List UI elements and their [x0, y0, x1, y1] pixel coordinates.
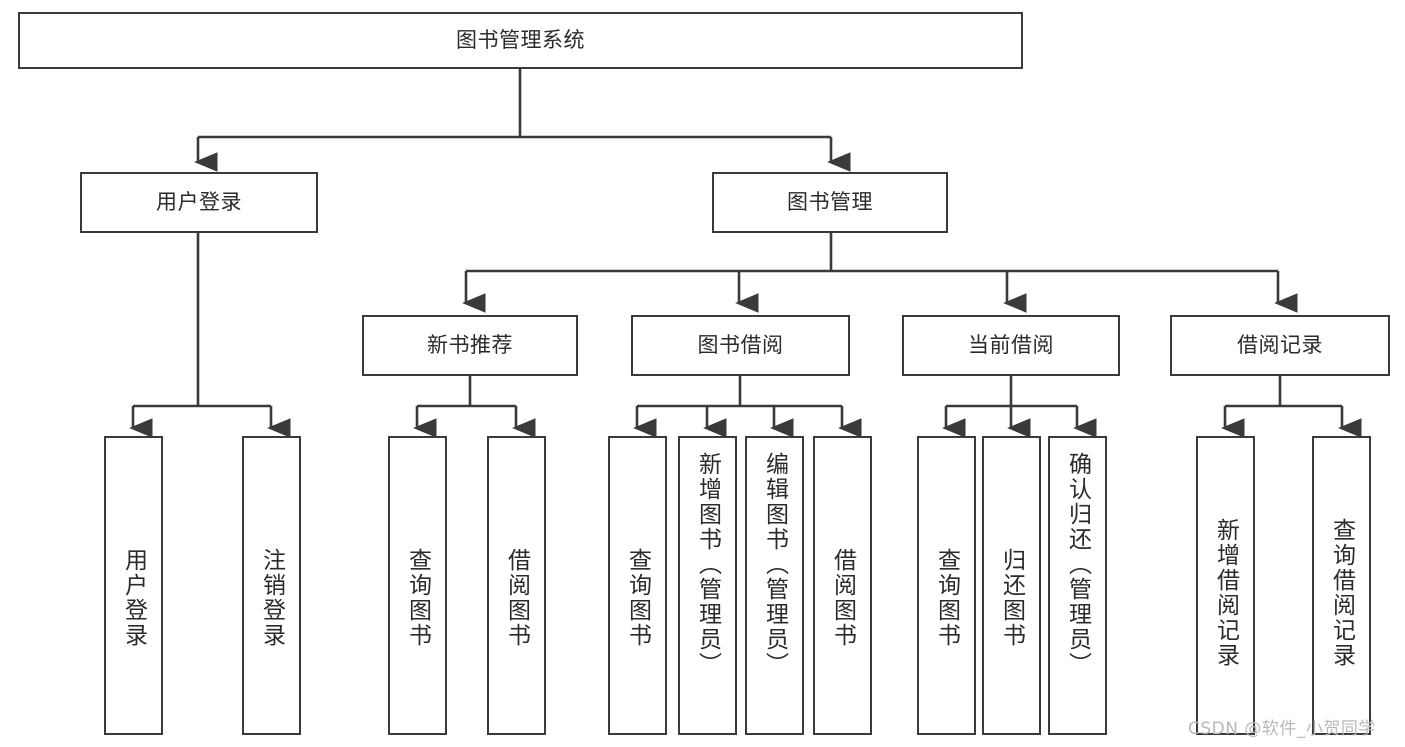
node-leaf-query-book-1-label: 查询图书	[404, 548, 431, 648]
node-borrow-record[interactable]: 借阅记录	[1170, 315, 1390, 376]
node-leaf-user-login[interactable]: 用户登录	[104, 436, 163, 735]
node-leaf-query-record-label: 查询借阅记录	[1328, 518, 1355, 668]
csdn-watermark: CSDN @软件_小贺同学	[1188, 719, 1376, 739]
node-leaf-confirm-return[interactable]: 确认归还（管理员）	[1048, 436, 1107, 735]
node-leaf-add-book-label: 新增图书（管理员）	[694, 452, 721, 677]
node-book-borrow[interactable]: 图书借阅	[631, 315, 850, 376]
node-leaf-add-record-label: 新增借阅记录	[1212, 518, 1239, 668]
node-leaf-return-book[interactable]: 归还图书	[982, 436, 1041, 735]
node-leaf-edit-book[interactable]: 编辑图书（管理员）	[745, 436, 804, 735]
node-leaf-user-logout[interactable]: 注销登录	[242, 436, 301, 735]
node-current-borrow-label: 当前借阅	[968, 333, 1054, 358]
node-leaf-edit-book-label: 编辑图书（管理员）	[761, 452, 788, 677]
node-leaf-add-book[interactable]: 新增图书（管理员）	[678, 436, 737, 735]
node-leaf-confirm-return-label: 确认归还（管理员）	[1064, 452, 1091, 677]
node-borrow-record-label: 借阅记录	[1237, 333, 1323, 358]
node-leaf-borrow-book-1[interactable]: 借阅图书	[487, 436, 546, 735]
node-leaf-borrow-book-2-label: 借阅图书	[829, 548, 856, 648]
node-leaf-borrow-book-1-label: 借阅图书	[503, 548, 530, 648]
node-root-label: 图书管理系统	[456, 28, 585, 53]
node-current-borrow[interactable]: 当前借阅	[902, 315, 1120, 376]
node-root[interactable]: 图书管理系统	[18, 12, 1023, 69]
node-user-login-label: 用户登录	[156, 190, 242, 215]
node-leaf-user-logout-label: 注销登录	[258, 548, 285, 648]
node-leaf-add-record[interactable]: 新增借阅记录	[1196, 436, 1255, 735]
node-leaf-query-record[interactable]: 查询借阅记录	[1312, 436, 1371, 735]
node-leaf-query-book-3[interactable]: 查询图书	[917, 436, 976, 735]
node-book-manage-label: 图书管理	[787, 190, 873, 215]
node-book-borrow-label: 图书借阅	[697, 333, 784, 358]
node-leaf-query-book-2-label: 查询图书	[624, 548, 651, 648]
node-leaf-user-login-label: 用户登录	[120, 548, 147, 648]
node-leaf-query-book-3-label: 查询图书	[933, 548, 960, 648]
node-leaf-query-book-2[interactable]: 查询图书	[608, 436, 667, 735]
node-leaf-borrow-book-2[interactable]: 借阅图书	[813, 436, 872, 735]
node-leaf-query-book-1[interactable]: 查询图书	[388, 436, 447, 735]
node-book-manage[interactable]: 图书管理	[712, 172, 948, 233]
node-new-book-recommend[interactable]: 新书推荐	[362, 315, 578, 376]
node-new-book-recommend-label: 新书推荐	[427, 333, 513, 358]
node-user-login[interactable]: 用户登录	[80, 172, 318, 233]
node-leaf-return-book-label: 归还图书	[998, 548, 1025, 648]
